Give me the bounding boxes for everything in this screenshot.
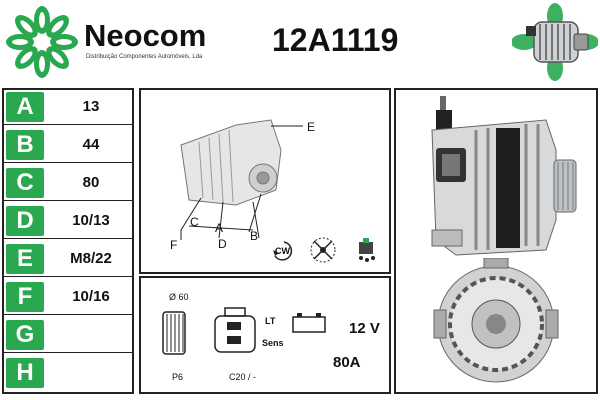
regulator-icon bbox=[359, 238, 375, 262]
spec-value bbox=[48, 318, 134, 352]
spec-row-c: C 80 bbox=[4, 166, 134, 201]
alternator-thumbnail-icon bbox=[512, 3, 598, 81]
amperage-value: 80A bbox=[333, 354, 361, 371]
voltage-value: 12 V bbox=[349, 320, 380, 337]
spec-value: 44 bbox=[82, 136, 100, 153]
fan-blades-icon bbox=[310, 237, 336, 263]
dimension-label-c: C bbox=[190, 215, 199, 229]
logo-icon bbox=[6, 6, 78, 78]
connector-sens-label: Sens bbox=[262, 338, 284, 348]
spec-row-d: D 10/13 bbox=[4, 204, 134, 239]
spec-row-h: H bbox=[4, 356, 134, 390]
rotation-label: CW bbox=[275, 246, 290, 256]
spec-letter: A bbox=[6, 92, 44, 122]
connector-lt-label: LT bbox=[265, 316, 276, 326]
spec-letter: B bbox=[6, 130, 44, 160]
spec-value: 13 bbox=[82, 98, 100, 115]
terminal-spec-panel: Ø 60 P6 LT Sens C20 / - 12 V 80A bbox=[139, 276, 391, 394]
dimension-label-b: B bbox=[250, 229, 259, 243]
spec-value: M8/22 bbox=[70, 250, 112, 267]
dimension-label-d: D bbox=[218, 237, 227, 251]
spec-letter: F bbox=[6, 282, 44, 312]
spec-row-g: G bbox=[4, 318, 134, 353]
spec-row-b: B 44 bbox=[4, 128, 134, 163]
spec-letter: D bbox=[6, 206, 44, 236]
spec-letter: E bbox=[6, 244, 44, 274]
dimension-drawing-panel: E C A B F D CW bbox=[139, 88, 391, 274]
alternator-front-photo bbox=[433, 258, 559, 383]
alternator-sketch bbox=[180, 119, 303, 240]
alternator-side-photo bbox=[431, 96, 577, 256]
spec-letter: C bbox=[6, 168, 44, 198]
spec-row-f: F 10/16 bbox=[4, 280, 134, 315]
dimension-label-f: F bbox=[170, 238, 178, 252]
dimension-label-a: A bbox=[215, 221, 224, 235]
pulley-icon bbox=[162, 311, 186, 355]
dimension-label-e: E bbox=[307, 120, 316, 134]
spec-letter: G bbox=[6, 320, 44, 350]
clockwise-arrow-icon bbox=[273, 241, 293, 261]
connector-code: C20 / - bbox=[229, 372, 257, 382]
spec-row-a: A 13 bbox=[4, 90, 134, 125]
spec-row-e: E M8/22 bbox=[4, 242, 134, 277]
pulley-diameter: Ø 60 bbox=[169, 292, 189, 302]
spec-value: 80 bbox=[82, 174, 100, 191]
spec-value: 10/16 bbox=[72, 288, 110, 305]
part-number: 12A1119 bbox=[272, 22, 399, 58]
battery-icon bbox=[292, 313, 326, 333]
brand-tagline: Distribuição Componentes Automóveis, Lda bbox=[86, 54, 203, 60]
spec-value bbox=[48, 356, 134, 390]
spec-letter: H bbox=[6, 358, 44, 388]
spec-table: A 13 B 44 C 80 D 10/13 E M8/22 F 10/16 G… bbox=[2, 88, 134, 394]
spec-value: 10/13 bbox=[72, 212, 110, 229]
product-photo-panel bbox=[394, 88, 598, 394]
brand-name: Neocom bbox=[84, 18, 207, 53]
connector-plug-icon bbox=[214, 307, 256, 353]
pulley-type: P6 bbox=[172, 372, 184, 382]
